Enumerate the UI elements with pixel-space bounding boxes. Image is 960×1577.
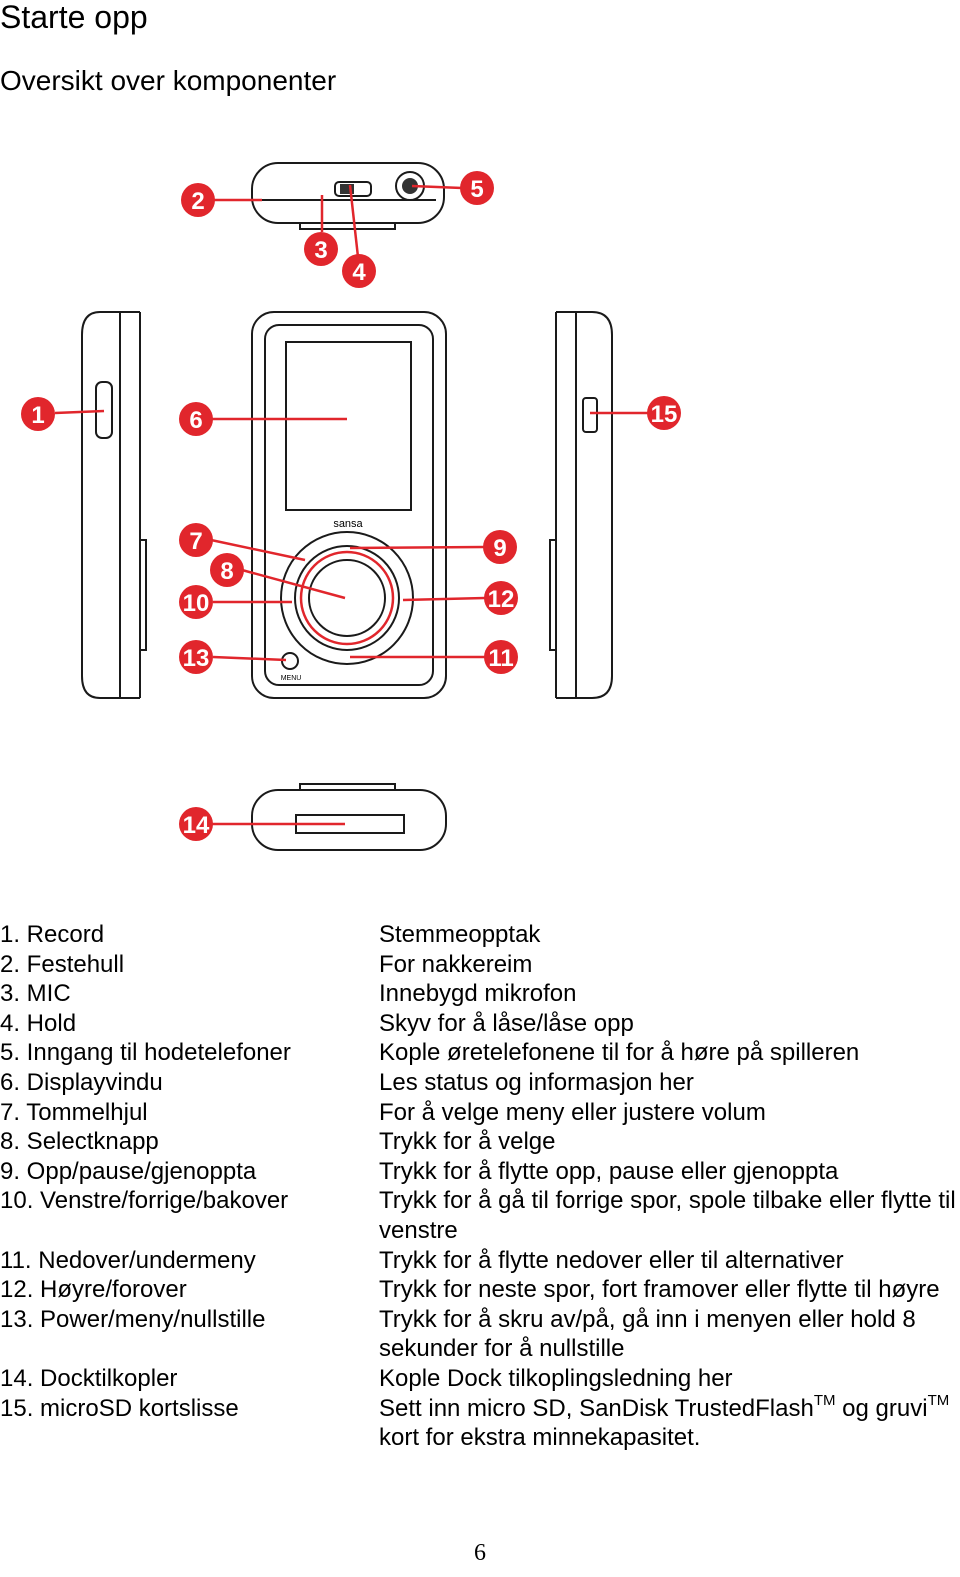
trademark-sup: TM [927, 1391, 950, 1409]
legend-desc: Trykk for neste spor, fort framover elle… [379, 1276, 940, 1304]
legend-desc: Kople Dock tilkoplingsledning her [379, 1364, 733, 1392]
legend-desc: For nakkereim [379, 950, 533, 978]
legend-desc: Trykk for å gå til forrige spor, spole t… [379, 1187, 956, 1244]
legend-desc: Trykk for å flytte opp, pause eller gjen… [379, 1157, 839, 1185]
legend-row: 1. Record Stemmeopptak [0, 920, 960, 950]
legend-term: 10. Venstre/forrige/bakover [0, 1187, 289, 1215]
device-top-view [251, 162, 445, 230]
svg-text:4: 4 [352, 259, 366, 286]
callout-7: 7 [179, 523, 213, 557]
callout-2: 2 [181, 183, 215, 217]
legend-row: 3. MIC Innebygd mikrofon [0, 979, 960, 1009]
menu-label: MENU [281, 675, 302, 682]
callout-4: 4 [342, 254, 376, 288]
legend-term: 13. Power/meny/nullstille [0, 1305, 266, 1333]
legend-term: 3. MIC [0, 980, 71, 1008]
legend-desc: Sett inn micro SD, SanDisk TrustedFlashT… [379, 1391, 960, 1453]
svg-text:5: 5 [470, 176, 483, 203]
callout-5: 5 [460, 171, 494, 205]
legend-term: 9. Opp/pause/gjenoppta [0, 1157, 257, 1185]
legend-row: 7. Tommelhjul For å velge meny eller just… [0, 1098, 960, 1128]
legend-term: 2. Festehull [0, 950, 125, 978]
svg-text:6: 6 [189, 407, 202, 434]
legend-row: 6. Displayvindu Les status og informasjon… [0, 1068, 960, 1098]
legend-row: 11. Nedover/undermeny Trykk for å flytte … [0, 1246, 960, 1276]
legend-term: 14. Docktilkopler [0, 1364, 178, 1392]
component-legend: 1. Record Stemmeopptak 2. Festehull For na… [0, 920, 960, 1453]
legend-desc: Trykk for å skru av/på, gå inn i menyen … [379, 1305, 916, 1363]
trademark-sup: TM [813, 1391, 836, 1409]
callout-1: 1 [21, 397, 55, 431]
legend-term: 4. Hold [0, 1009, 77, 1037]
callout-13: 13 [179, 640, 213, 674]
svg-text:1: 1 [31, 402, 44, 429]
legend-desc: Les status og informasjon her [379, 1068, 694, 1096]
callout-12: 12 [484, 581, 518, 615]
legend-row: 14. Docktilkopler Kople Dock tilkoplingsl… [0, 1364, 960, 1394]
legend-term: 11. Nedover/undermeny [0, 1246, 256, 1274]
legend-row: 2. Festehull For nakkereim [0, 950, 960, 980]
legend-desc-part: Sett inn micro SD, SanDisk TrustedFlash [379, 1394, 814, 1422]
svg-text:13: 13 [183, 645, 210, 672]
legend-term: 1. Record [0, 921, 105, 948]
device-left-side [81, 311, 147, 699]
page-number: 6 [474, 1540, 486, 1566]
device-right-side [549, 311, 613, 699]
callout-11: 11 [484, 640, 518, 674]
svg-text:15: 15 [651, 401, 678, 428]
legend-row: 13. Power/meny/nullstille Trykk for å skr… [0, 1305, 960, 1364]
callout-15: 15 [647, 396, 681, 430]
legend-row: 9. Opp/pause/gjenoppta Trykk for å flytte… [0, 1157, 960, 1187]
callout-9: 9 [483, 530, 517, 564]
legend-desc: Trykk for å flytte nedover eller til alt… [379, 1246, 844, 1274]
callout-10: 10 [179, 585, 213, 619]
legend-desc-part: kort for ekstra minnekapasitet. [379, 1424, 701, 1452]
svg-text:11: 11 [488, 645, 513, 672]
legend-desc: For å velge meny eller justere volum [379, 1098, 766, 1126]
device-diagram: sansa MENU [0, 120, 960, 880]
legend-row: 8. Selectknapp Trykk for å velge [0, 1127, 960, 1157]
legend-term: 12. Høyre/forover [0, 1276, 187, 1304]
svg-text:3: 3 [314, 237, 327, 264]
callout-14: 14 [179, 807, 213, 841]
legend-desc: Stemmeopptak [379, 921, 541, 948]
legend-row: 4. Hold Skyv for å låse/låse opp [0, 1009, 960, 1039]
callout-3: 3 [304, 232, 338, 266]
legend-desc: Trykk for å velge [379, 1128, 556, 1156]
svg-text:7: 7 [189, 528, 202, 555]
legend-term: 6. Displayvindu [0, 1068, 163, 1096]
legend-desc: Skyv for å låse/låse opp [379, 1009, 634, 1037]
legend-term: 7. Tommelhjul [0, 1098, 148, 1126]
brand-label: sansa [333, 518, 363, 530]
section-subtitle: Oversikt over komponenter [0, 65, 337, 96]
device-front-view: sansa MENU [251, 311, 447, 699]
legend-desc: Innebygd mikrofon [379, 980, 577, 1008]
device-bottom-view [251, 783, 447, 851]
legend-row: 10. Venstre/forrige/bakover Trykk for å g… [0, 1186, 960, 1245]
page-title: Starte opp [0, 0, 148, 35]
legend-term: 15. microSD kortslisse [0, 1394, 239, 1422]
callout-6: 6 [179, 402, 213, 436]
legend-term: 5. Inngang til hodetelefoner [0, 1039, 291, 1067]
legend-term: 8. Selectknapp [0, 1128, 159, 1156]
svg-text:9: 9 [493, 535, 506, 562]
legend-desc-part: og gruvi [835, 1394, 928, 1422]
leader-lines [54, 184, 648, 826]
legend-desc: Kople øretelefonene til for å høre på sp… [379, 1039, 860, 1067]
legend-row: 5. Inngang til hodetelefoner Kople øretel… [0, 1038, 960, 1068]
svg-text:14: 14 [183, 812, 210, 839]
svg-text:8: 8 [220, 558, 233, 585]
legend-row: 15. microSD kortslisse Sett inn micro SD… [0, 1391, 960, 1453]
legend-row: 12. Høyre/forover Trykk for neste spor, f… [0, 1275, 960, 1305]
svg-text:12: 12 [488, 586, 515, 613]
svg-text:2: 2 [191, 188, 204, 215]
callout-8: 8 [210, 553, 244, 587]
svg-text:10: 10 [183, 590, 210, 617]
